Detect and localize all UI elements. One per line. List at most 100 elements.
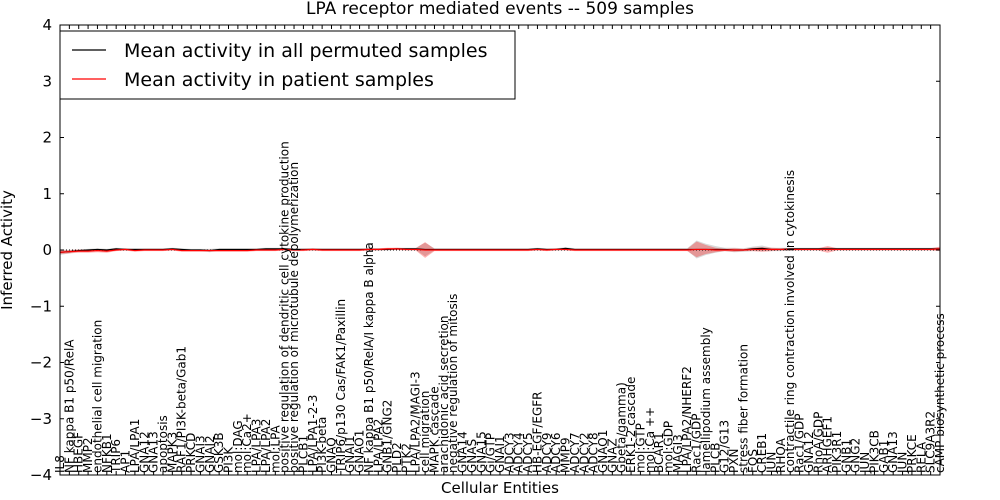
x-tick-label: positive regulation of microtubule depol… [287, 162, 301, 473]
x-tick-label: HB-EGF/EGFR [530, 391, 544, 473]
x-tick-label: GNAQ [324, 437, 338, 473]
x-tick-label: RHOA [774, 437, 788, 473]
x-tick-label: PLCB1 [296, 435, 310, 473]
x-tick-label: Rac1/GDP [793, 414, 807, 473]
x-tick-label: JUN [858, 452, 872, 474]
y-tick-label: −2 [30, 354, 52, 372]
x-tick-label: PIK3CB [867, 430, 881, 473]
x-tick-label: JUN [896, 452, 910, 474]
chart-title: LPA receptor mediated events -- 509 samp… [306, 0, 694, 19]
x-tick-label: GNG2 [849, 438, 863, 473]
x-tick-label: LPA/LPA2 [259, 419, 273, 473]
legend-label: Mean activity in all permuted samples [124, 40, 487, 62]
x-tick-label: PI3K [222, 446, 236, 473]
x-tick-label: PXN [727, 449, 741, 473]
x-tick-label: LPA/LPA2 [371, 419, 385, 473]
x-tick-label: GNA13 [147, 431, 161, 473]
x-tick-label: GNA12 [802, 431, 816, 473]
x-tick-label: MMP2 [81, 437, 95, 473]
x-tick-label: LPA/LPA1-2-3 [306, 395, 320, 473]
x-tick-label: contractile ring contraction involved in… [783, 170, 797, 473]
x-tick-label: GNB1/GNG2 [381, 400, 395, 473]
series-lines [59, 247, 941, 253]
y-tick-label: −3 [30, 410, 52, 428]
x-tick-label: TRIP6/p130 Cas/FAK1/Paxillin [334, 299, 348, 474]
x-tick-label: ADCY2 [577, 432, 591, 473]
x-tick-label: mol:DAG [231, 420, 245, 473]
y-tick-label: 1 [42, 185, 52, 203]
x-tick-label: SLC9A3R2 [924, 411, 938, 473]
x-tick-label: FOS [746, 449, 760, 473]
x-tick-label: LPA/LPA1 [128, 419, 142, 473]
y-tick-label: 4 [42, 16, 52, 34]
x-tick-label: GNAI1 [343, 435, 357, 473]
x-tick-label: positive regulation of dendritic cell cy… [278, 141, 292, 473]
x-tick-label: GSK3B [212, 432, 226, 473]
x-tick-label: ADCY6 [549, 432, 563, 473]
x-tick-label: ADCY8 [587, 432, 601, 473]
x-tick-label: PLD2 [390, 442, 404, 473]
x-tick-label: ERK1-2 cascade [624, 377, 638, 473]
x-tick-label: ADCY7 [568, 432, 582, 473]
x-tick-label: mol:Ca ++ [643, 407, 657, 473]
legend-label: Mean activity in patient samples [124, 69, 434, 91]
x-tick-label: TRIP6 [109, 439, 123, 474]
x-tick-label: Gi/GTP [484, 433, 498, 473]
series-line-patient [59, 248, 941, 253]
x-tick-label: GNA13 [886, 431, 900, 473]
x-tick-label: Rac1/GDP [690, 414, 704, 473]
x-tick-label: GNAI2 [203, 435, 217, 473]
x-tick-label: PLCB [708, 442, 722, 473]
x-tick-label: apoptosis [156, 415, 170, 473]
x-tick-label: mol:LPA [268, 424, 282, 473]
x-tick-label: GAB1 [877, 440, 891, 473]
x-tick-label: GNA12 [137, 431, 151, 473]
x-tick-label: NF kappa B1 p50/RelA [62, 339, 76, 473]
x-tick-label: PIK3R1 [830, 431, 844, 473]
x-tick-label: NF kappa B1 p50/RelA/I kappa B alpha [362, 242, 376, 473]
x-tick-label: PRKCD [184, 433, 198, 473]
y-tick-label: 3 [42, 72, 52, 90]
x-tick-label: ADCY4 [512, 432, 526, 473]
x-tick-label: lamellipodium assembly [699, 327, 713, 473]
x-tick-label: ADCY5 [521, 432, 535, 473]
x-tick-label: LPA/LPA2/MAGI-3 [409, 371, 423, 473]
y-tick-label: −4 [30, 466, 52, 484]
x-tick-label: PTK2 [399, 443, 413, 473]
x-tick-label: GNAO1 [353, 430, 367, 473]
x-tick-label: arachidonic acid secretion [437, 316, 451, 473]
x-tick-label: NFKB1 [100, 433, 114, 473]
x-tick-label: GNB1 [839, 439, 853, 473]
x-tick-label: mol:GDP [662, 421, 676, 473]
x-tick-label: MAPK3 [165, 432, 179, 473]
x-axis-title: Cellular Entities [441, 479, 559, 497]
x-tick-label: stress fiber formation [736, 344, 750, 473]
x-tick-label: AP1 [119, 450, 133, 473]
x-tick-label: MAGI3 [671, 434, 685, 473]
x-tick-label: GNAZ [605, 438, 619, 473]
x-tick-label: GNA15 [474, 431, 488, 473]
x-tick-label: Gbeta/gamma) [615, 382, 629, 473]
x-tick-label: LPA/LPA3 [250, 419, 264, 473]
x-tick-label: negative regulation of mitosis [446, 294, 460, 473]
x-tick-label: JUN [764, 452, 778, 474]
x-tick-label: mol:Ca2+ [240, 413, 254, 473]
x-tick-label: RAF1/PI3K-beta/Gab1 [175, 346, 189, 473]
x-tick-label: PRKCE [905, 434, 919, 473]
x-tick-label: HBEGF [72, 432, 86, 473]
y-axis-title: Inferred Activity [0, 190, 16, 310]
x-tick-label: GNAI1 [493, 435, 507, 473]
y-tick-label: 2 [42, 129, 52, 147]
x-tick-label: CREB1 [755, 433, 769, 473]
x-tick-label: GNA14 [456, 431, 470, 473]
x-tick-label: endothelial cell migration [90, 320, 104, 473]
x-tick-label: BCAR1 [652, 432, 666, 473]
x-tick-label: G12/G13 [718, 420, 732, 473]
legend: Mean activity in all permuted samplesMea… [59, 30, 516, 100]
x-tick-label: RhoA/GDP [811, 412, 825, 473]
x-tick-label: MAPK cascade [427, 386, 441, 473]
legend-box [59, 30, 516, 100]
x-tick-label: RELA [914, 441, 928, 473]
